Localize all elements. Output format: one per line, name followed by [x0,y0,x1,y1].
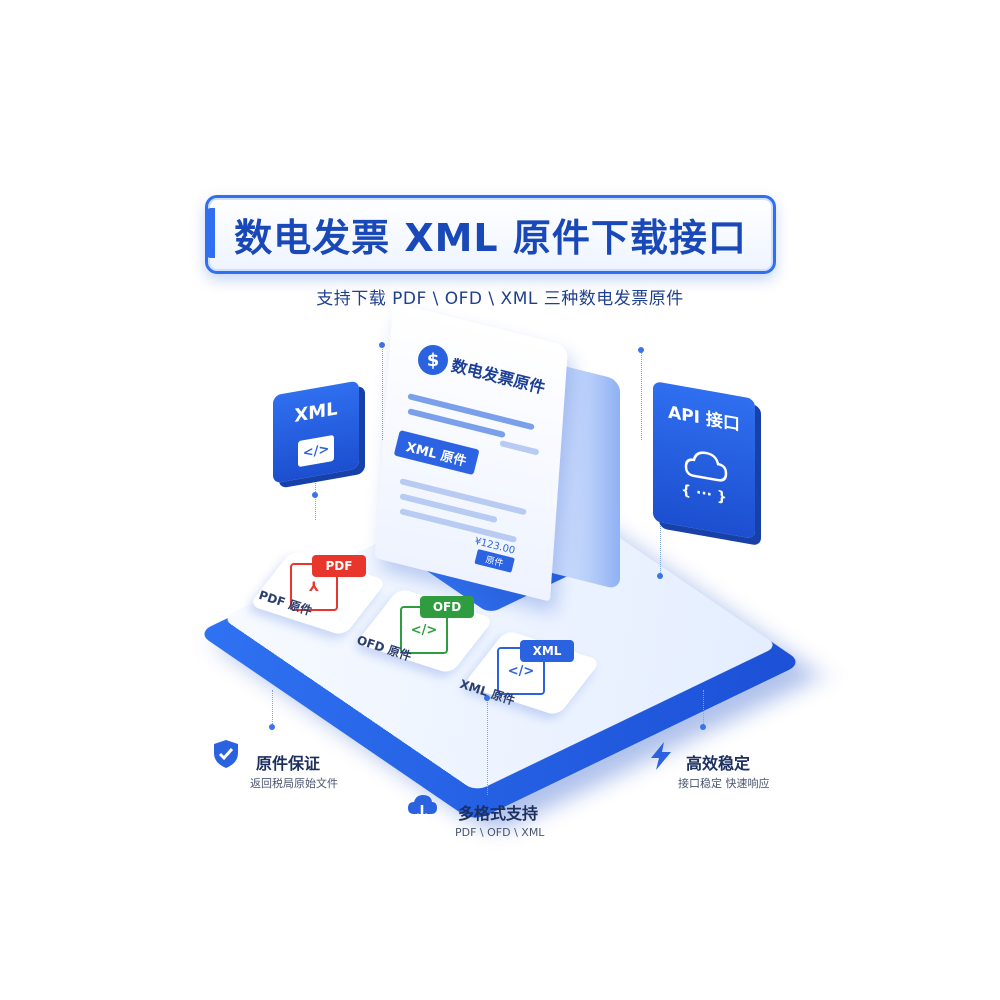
guide-dot [484,695,490,701]
title-banner: 数电发票 XML 原件下载接口 [205,195,776,274]
cloud-download-icon [408,795,437,821]
feature-original-title: 原件保证 [256,754,321,773]
guide-dot [269,724,275,730]
guide-dot [312,492,318,498]
ofd-tag: OFD [420,596,474,618]
feature-stable-sub: 接口稳定 快速响应 [678,777,770,790]
guide-line [487,695,488,795]
feature-original-sub: 返回税局原始文件 [250,777,338,790]
page-subtitle: 支持下载 PDF \ OFD \ XML 三种数电发票原件 [316,289,684,309]
guide-dot [657,573,663,579]
feature-formats-title: 多格式支持 [458,804,539,823]
xml-tag: XML [520,640,574,662]
feature-stable-title: 高效稳定 [686,754,751,773]
cloud-icon [684,451,728,482]
dollar-icon: $ [418,345,448,375]
guide-line [660,510,661,575]
lightning-icon [651,742,671,770]
guide-dot [379,342,385,348]
feature-formats-sub: PDF \ OFD \ XML [455,826,545,839]
guide-line [703,690,704,726]
pdf-tag: PDF [312,555,366,577]
guide-dot [638,347,644,353]
guide-line [641,350,642,440]
guide-dot [700,724,706,730]
guide-line [272,690,273,728]
shield-icon [214,740,238,768]
guide-line [315,480,316,520]
page-title: 数电发票 XML 原件下载接口 [234,216,747,260]
guide-line [382,345,383,440]
